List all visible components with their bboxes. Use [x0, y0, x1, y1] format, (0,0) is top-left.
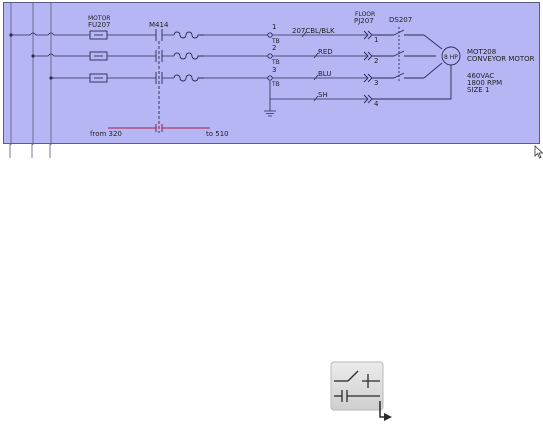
pj-pin-4: 4 — [374, 100, 379, 108]
phase-wires — [11, 32, 367, 117]
terminal-2: 2 — [272, 44, 276, 52]
from-label: from 320 — [90, 130, 122, 138]
mouse-cursor-icon — [534, 145, 543, 159]
contactor-label: M414 — [149, 21, 169, 29]
to-label: to 510 — [206, 130, 229, 138]
wire-label-4: SH — [318, 91, 328, 99]
fuse-block[interactable] — [89, 30, 108, 83]
terminal-1: 1 — [272, 23, 276, 31]
plug-jack-connectors[interactable] — [363, 30, 373, 104]
motor-hp-label: 8 HP — [444, 54, 458, 61]
disconnect-label: DS207 — [389, 16, 412, 24]
vertical-bus-lines — [10, 3, 52, 145]
cross-reference-line[interactable] — [108, 124, 210, 132]
wire-label-1: 207CBL/BLK — [292, 27, 335, 35]
fuse-label: FU207 — [88, 21, 111, 29]
floor-label: FLOOR — [355, 11, 375, 18]
wire-label-2: RED — [318, 48, 333, 56]
tb-label-2: TB — [271, 59, 280, 66]
motor-rpm: 1800 RPM — [467, 79, 502, 87]
terminal-3: 3 — [272, 66, 276, 74]
tb-label-1: TB — [271, 38, 280, 45]
cad-drawing-area[interactable]: MOTOR FU207 M414 1 2 3 TB TB TB 207CBL/B… — [3, 2, 541, 145]
motor-name: CONVEYOR MOTOR — [467, 55, 535, 63]
wire-label-3: BLU — [318, 70, 331, 78]
pj-label: PJ207 — [354, 17, 374, 25]
motor-voltage: 460VAC — [467, 72, 494, 80]
pj-pin-2: 2 — [374, 57, 378, 65]
pj-pin-1: 1 — [374, 36, 378, 44]
disconnect-switch[interactable] — [372, 27, 434, 100]
terminal-block[interactable] — [267, 32, 273, 81]
motor-symbol[interactable] — [423, 34, 461, 100]
contact-tool-icon[interactable] — [330, 361, 400, 429]
bus-junction-dots — [9, 33, 53, 80]
schematic-drawing[interactable]: MOTOR FU207 M414 1 2 3 TB TB TB 207CBL/B… — [4, 3, 541, 145]
bus-line-extensions — [9, 144, 51, 158]
motor-size: SIZE 1 — [467, 86, 489, 94]
tb-label-3: TB — [271, 81, 280, 88]
fuse-top-label: MOTOR — [88, 15, 110, 22]
contactor-contacts[interactable] — [155, 29, 163, 133]
overload-heaters — [173, 31, 204, 82]
pj-pin-3: 3 — [374, 79, 378, 87]
motor-tag: MOT208 — [467, 48, 496, 56]
